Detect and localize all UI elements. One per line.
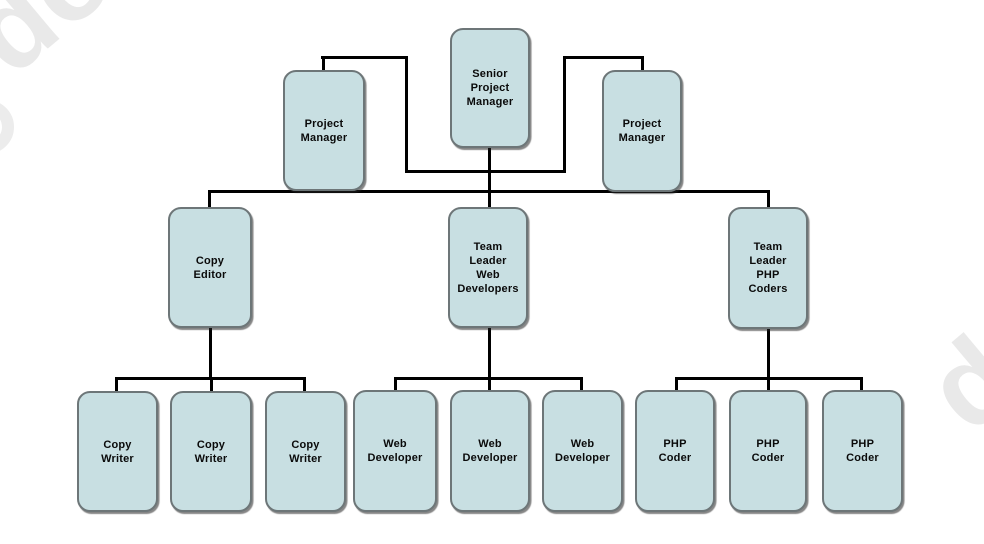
watermark-fragment-left [0, 100, 14, 154]
node-php-coder-3: PHP Coder [822, 390, 903, 512]
connector-top-left-horizontal [321, 56, 408, 59]
connector-pm-left-stub [322, 56, 325, 73]
watermark-text-right: do [903, 266, 984, 456]
connector-top-right-horizontal [563, 56, 644, 59]
connector-inner-horizontal [405, 170, 566, 173]
node-team-leader-web-developers: Team Leader Web Developers [448, 207, 528, 328]
connector-phpcoder3-stub [860, 377, 863, 391]
connector-rail-level3 [208, 190, 770, 193]
node-web-developer-2: Web Developer [450, 390, 530, 512]
connector-phpcoder1-stub [675, 377, 678, 391]
connector-pm-right-stub [641, 56, 644, 73]
node-web-developer-1: Web Developer [353, 390, 437, 512]
node-team-leader-php-coders: Team Leader PHP Coders [728, 207, 808, 329]
node-copy-editor: Copy Editor [168, 207, 252, 328]
watermark-text-top-left: do [0, 0, 136, 99]
connector-phpcoder2-stub [767, 377, 770, 391]
connector-copywriter1-stub [115, 377, 118, 392]
connector-senior-down [488, 146, 491, 208]
connector-tl-web-down [488, 327, 491, 379]
node-project-manager-right: Project Manager [602, 70, 682, 192]
connector-copy-editor-down [209, 327, 212, 379]
connector-copy-editor-stub [208, 190, 211, 208]
connector-webdev3-stub [580, 377, 583, 391]
node-web-developer-3: Web Developer [542, 390, 623, 512]
node-php-coder-1: PHP Coder [635, 390, 715, 512]
node-project-manager-left: Project Manager [283, 70, 365, 191]
connector-webdev2-stub [488, 377, 491, 391]
node-copy-writer-1: Copy Writer [77, 391, 158, 512]
connector-tl-php-down [767, 327, 770, 379]
node-senior-project-manager: Senior Project Manager [450, 28, 530, 148]
connector-copywriter3-stub [303, 377, 306, 392]
connector-inner-right-vertical [563, 56, 566, 173]
connector-tl-php-stub [767, 190, 770, 208]
node-php-coder-2: PHP Coder [729, 390, 807, 512]
connector-inner-left-vertical [405, 56, 408, 173]
node-copy-writer-3: Copy Writer [265, 391, 346, 512]
node-copy-writer-2: Copy Writer [170, 391, 252, 512]
connector-copywriter2-stub [210, 377, 213, 392]
connector-webdev1-stub [394, 377, 397, 391]
